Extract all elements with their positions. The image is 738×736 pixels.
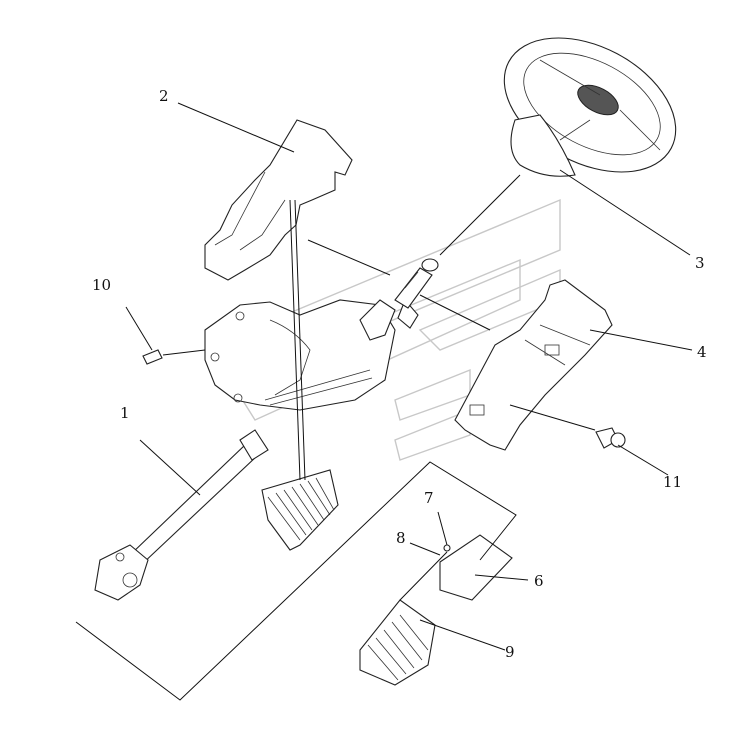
upper-shroud (204, 119, 353, 281)
upper-shaft (394, 258, 439, 309)
callout-label-10: 10 (92, 276, 111, 294)
callout-label-7: 7 (424, 489, 434, 507)
assembly-lines (75, 174, 521, 701)
callout-label-2: 2 (159, 87, 169, 105)
column-boot (261, 469, 339, 551)
callout-label-3: 3 (695, 254, 705, 272)
column-bracket-assembly (204, 298, 419, 411)
bolt (142, 349, 163, 365)
callout-label-6: 6 (534, 572, 544, 590)
callout-label-11: 11 (663, 473, 682, 491)
steering-wheel (503, 37, 677, 177)
callout-labels: 1 2 3 4 6 7 8 9 10 11 (92, 87, 707, 661)
callout-label-9: 9 (505, 643, 515, 661)
callout-label-8: 8 (396, 529, 406, 547)
intermediate-shaft (94, 429, 269, 601)
screw (443, 544, 451, 552)
seal-boot (359, 599, 436, 686)
leader-lines (125, 102, 693, 651)
callout-label-1: 1 (120, 404, 130, 422)
callout-label-4: 4 (697, 343, 707, 361)
lower-shroud (454, 279, 613, 451)
clip-fastener (595, 427, 626, 449)
cover-plate (439, 534, 513, 601)
